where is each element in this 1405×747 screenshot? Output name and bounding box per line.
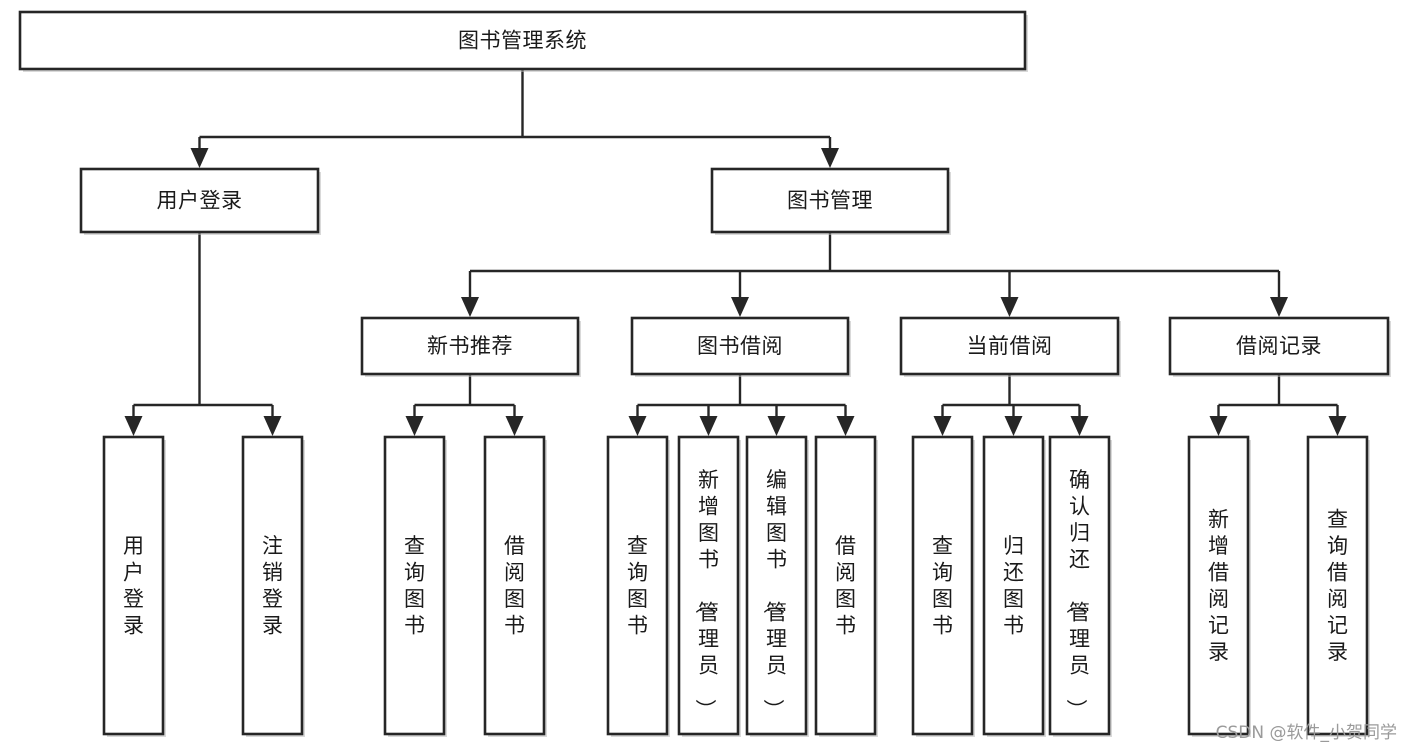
- node-user-login[interactable]: 用户登录: [79, 167, 321, 235]
- edge-arrowhead: [933, 416, 952, 436]
- node-label: 查询借阅记录: [1327, 508, 1348, 665]
- edge-arrowhead: [1328, 416, 1347, 436]
- node-leaf-add-book[interactable]: 新增图书（管理员）: [677, 435, 741, 737]
- node-leaf-user-login[interactable]: 用户登录: [102, 435, 166, 737]
- edge-arrowhead: [1000, 297, 1019, 317]
- node-rect[interactable]: [383, 435, 446, 736]
- node-leaf-confirm-return[interactable]: 确认归还（管理员）: [1048, 435, 1112, 737]
- node-new-book-recommend[interactable]: 新书推荐: [360, 316, 581, 377]
- node-label: 注销登录: [262, 534, 283, 638]
- node-leaf-logout[interactable]: 注销登录: [241, 435, 305, 737]
- nodes-layer: 图书管理系统用户登录图书管理新书推荐图书借阅当前借阅借阅记录用户登录注销登录查询…: [18, 10, 1391, 737]
- node-label: 图书管理: [787, 189, 873, 213]
- node-rect[interactable]: [1306, 435, 1369, 736]
- node-label: 新书推荐: [427, 334, 513, 358]
- node-label: 编辑图书（管理员）: [761, 468, 787, 720]
- node-rect[interactable]: [606, 435, 669, 736]
- node-label: 新增图书（管理员）: [693, 468, 719, 720]
- node-current-borrow[interactable]: 当前借阅: [899, 316, 1121, 377]
- node-leaf-borrow-book[interactable]: 借阅图书: [814, 435, 878, 737]
- node-label: 借阅图书: [504, 534, 525, 638]
- node-rect[interactable]: [241, 435, 304, 736]
- node-rect[interactable]: [1187, 435, 1250, 736]
- node-leaf-query-borrow-record[interactable]: 查询借阅记录: [1306, 435, 1370, 737]
- node-root-root[interactable]: 图书管理系统: [18, 10, 1028, 72]
- node-leaf-return-book[interactable]: 归还图书: [982, 435, 1046, 737]
- edge-arrowhead: [1209, 416, 1228, 436]
- node-leaf-query-book-current[interactable]: 查询图书: [911, 435, 975, 737]
- node-label: 当前借阅: [967, 334, 1053, 358]
- edge-arrowhead: [461, 297, 479, 317]
- node-label: 借阅图书: [835, 534, 856, 638]
- node-label: 用户登录: [157, 189, 243, 213]
- node-rect[interactable]: [982, 435, 1045, 736]
- edge-arrowhead: [836, 416, 855, 436]
- node-rect[interactable]: [18, 10, 1027, 71]
- edge-arrowhead: [1270, 297, 1288, 317]
- edge-arrowhead: [1004, 416, 1023, 436]
- edge-arrowhead: [628, 416, 647, 436]
- node-rect[interactable]: [814, 435, 877, 736]
- node-label: 用户登录: [123, 534, 144, 638]
- node-rect[interactable]: [483, 435, 546, 736]
- edge-arrowhead: [263, 416, 282, 436]
- node-leaf-edit-book[interactable]: 编辑图书（管理员）: [745, 435, 809, 737]
- node-rect[interactable]: [911, 435, 974, 736]
- node-label: 图书管理系统: [458, 29, 587, 53]
- edge-arrowhead: [821, 148, 839, 168]
- node-leaf-query-book-borrow[interactable]: 查询图书: [606, 435, 670, 737]
- node-rect[interactable]: [677, 435, 740, 736]
- node-rect[interactable]: [1048, 435, 1111, 736]
- edge-arrowhead: [505, 416, 524, 436]
- node-label: 借阅记录: [1236, 334, 1322, 358]
- node-book-borrow[interactable]: 图书借阅: [630, 316, 851, 377]
- edges-layer: [124, 69, 1347, 436]
- csdn-watermark: CSDN @软件_小贺同学: [1215, 723, 1397, 743]
- node-rect[interactable]: [360, 316, 580, 376]
- edge-arrowhead: [731, 297, 749, 317]
- node-leaf-query-book-rec[interactable]: 查询图书: [383, 435, 447, 737]
- node-label: 确认归还（管理员）: [1064, 468, 1090, 720]
- node-leaf-borrow-book-rec[interactable]: 借阅图书: [483, 435, 547, 737]
- node-label: 归还图书: [1003, 534, 1024, 638]
- node-leaf-add-borrow-record[interactable]: 新增借阅记录: [1187, 435, 1251, 737]
- edge-arrowhead: [1070, 416, 1089, 436]
- node-rect[interactable]: [79, 167, 320, 234]
- edge-arrowhead: [124, 416, 143, 436]
- edge-arrowhead: [767, 416, 786, 436]
- node-label: 查询图书: [404, 534, 425, 638]
- node-label: 新增借阅记录: [1208, 508, 1229, 665]
- node-label: 查询图书: [627, 534, 648, 638]
- node-rect[interactable]: [899, 316, 1120, 376]
- node-rect[interactable]: [710, 167, 950, 234]
- node-rect[interactable]: [1168, 316, 1390, 376]
- node-borrow-record[interactable]: 借阅记录: [1168, 316, 1391, 377]
- edge-arrowhead: [190, 148, 209, 168]
- edge-arrowhead: [699, 416, 718, 436]
- edge-arrowhead: [405, 416, 424, 436]
- node-rect[interactable]: [630, 316, 850, 376]
- node-label: 查询图书: [932, 534, 953, 638]
- node-rect[interactable]: [745, 435, 808, 736]
- node-rect[interactable]: [102, 435, 165, 736]
- node-book-manage[interactable]: 图书管理: [710, 167, 951, 235]
- node-label: 图书借阅: [697, 334, 783, 358]
